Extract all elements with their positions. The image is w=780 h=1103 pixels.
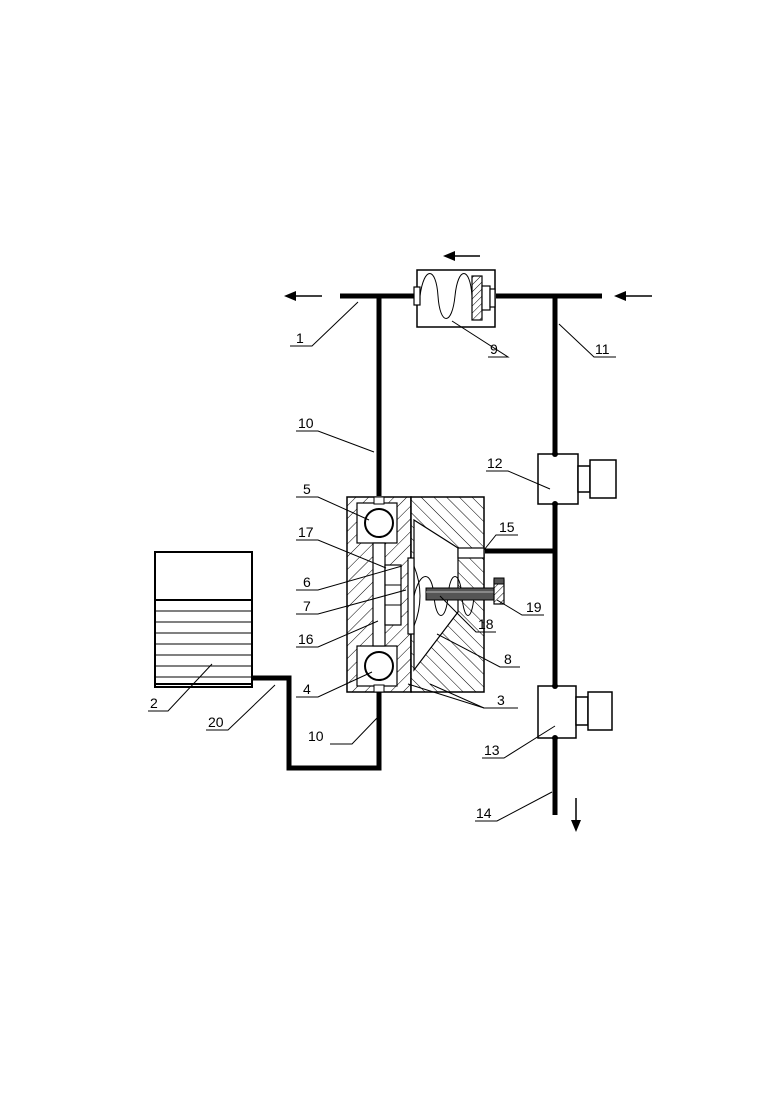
label-4: 4 xyxy=(303,681,311,697)
label-15: 15 xyxy=(499,519,515,535)
solenoid-valve-13 xyxy=(538,683,612,741)
label-6: 6 xyxy=(303,574,311,590)
label-8: 8 xyxy=(504,651,512,667)
label-3: 3 xyxy=(497,692,505,708)
label-11: 11 xyxy=(595,341,610,357)
label-18: 18 xyxy=(478,616,494,632)
flow-arrow-drain xyxy=(571,798,581,832)
valve-9 xyxy=(414,270,495,327)
label-16: 16 xyxy=(298,631,314,647)
flow-arrow-inlet xyxy=(614,291,652,301)
pump-body xyxy=(347,497,504,692)
label-14: 14 xyxy=(476,805,492,821)
label-2: 2 xyxy=(150,695,158,711)
flow-arrow-valve xyxy=(443,251,480,261)
label-10-lower: 10 xyxy=(308,728,324,744)
solenoid-valve-12 xyxy=(538,451,616,507)
label-10-upper: 10 xyxy=(298,415,314,431)
reservoir-2 xyxy=(155,552,252,687)
label-1: 1 xyxy=(296,330,304,346)
flow-arrow-outlet xyxy=(284,291,322,301)
label-19: 19 xyxy=(526,599,542,615)
label-7: 7 xyxy=(303,598,311,614)
label-5: 5 xyxy=(303,481,311,497)
label-9: 9 xyxy=(490,341,498,357)
label-20: 20 xyxy=(208,714,224,730)
label-12: 12 xyxy=(487,455,503,471)
label-17: 17 xyxy=(298,524,314,540)
label-13: 13 xyxy=(484,742,500,758)
